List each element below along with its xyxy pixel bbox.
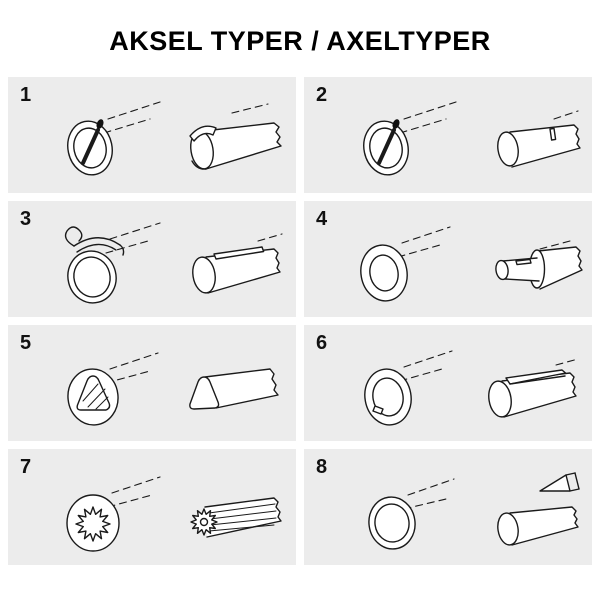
cell-number: 3 [20, 208, 32, 230]
axle-type-cell-1: 1 [8, 77, 296, 193]
page-title: AKSEL TYPER / AXELTYPER [109, 26, 491, 56]
tube-with-spring-cotter-and-shaft-with-key-illustration [64, 222, 283, 304]
cell-number: 7 [20, 456, 32, 478]
cell-number: 4 [316, 208, 328, 230]
triangular-bore-tube-and-triangular-profile-shaft-illustration [67, 352, 279, 426]
axle-type-cell-2: 2 [304, 77, 592, 193]
plain-tube-and-stepped-shaft-with-slot-illustration [360, 226, 583, 302]
cell-number: 5 [20, 332, 32, 354]
tube-with-cross-pin-and-shaft-with-spring-clip-illustration [67, 101, 282, 176]
axle-type-cell-8: 8 [304, 449, 592, 565]
cell-number: 8 [316, 456, 328, 478]
splined-bore-tube-and-splined-shaft-illustration [66, 476, 282, 552]
round-bore-tube-with-keyway-and-keyed-shaft-illustration [364, 350, 579, 426]
cell-number: 2 [316, 84, 328, 106]
axle-types-grid: 1 2 [0, 77, 600, 565]
axle-type-cell-5: 5 [8, 325, 296, 441]
axle-type-cell-3: 3 [8, 201, 296, 317]
tube-with-cross-pin-and-shaft-with-slot-illustration [363, 101, 581, 176]
plain-tube-and-shaft-with-wedge-piece-illustration [368, 472, 580, 550]
cell-number: 1 [20, 84, 32, 106]
cell-number: 6 [316, 332, 328, 354]
axle-type-cell-4: 4 [304, 201, 592, 317]
axle-type-cell-6: 6 [304, 325, 592, 441]
axle-type-cell-7: 7 [8, 449, 296, 565]
